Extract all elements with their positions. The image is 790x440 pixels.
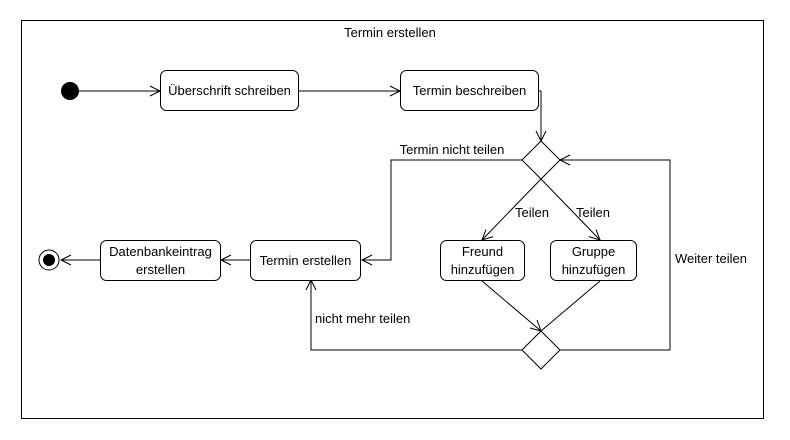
edge-freund-to-merge bbox=[481, 280, 542, 332]
decision-node-top bbox=[521, 140, 561, 180]
initial-node bbox=[61, 82, 79, 100]
final-node-inner bbox=[43, 254, 55, 266]
node-termin-erstellen-label: Termin erstellen bbox=[260, 253, 352, 268]
edge-label-teilen-left: Teilen bbox=[515, 205, 549, 220]
arrowhead bbox=[558, 154, 571, 166]
node-datenbankeintrag-erstellen bbox=[100, 240, 221, 281]
node-ueberschrift-schreiben-label: Überschrift schreiben bbox=[168, 83, 291, 98]
decision-node-bottom bbox=[521, 330, 561, 370]
edge-label-nicht-teilen: Termin nicht teilen bbox=[400, 142, 505, 157]
node-freund-hinzufuegen-line2: hinzufügen bbox=[451, 262, 515, 277]
edge-weiter-teilen bbox=[560, 159, 671, 351]
diagram-frame bbox=[21, 20, 764, 419]
edge-teilen-gruppe bbox=[540, 178, 601, 241]
edge-beschreiben-to-decision bbox=[539, 90, 542, 141]
node-gruppe-hinzufuegen bbox=[550, 240, 637, 281]
diagram-title: Termin erstellen bbox=[344, 25, 436, 40]
node-gruppe-hinzufuegen-line1: Gruppe bbox=[572, 244, 615, 259]
edge-label-weiter-teilen: Weiter teilen bbox=[675, 251, 747, 266]
node-termin-beschreiben bbox=[400, 70, 539, 111]
node-termin-erstellen bbox=[250, 240, 361, 281]
node-freund-hinzufuegen bbox=[440, 240, 525, 281]
edge-teilen-freund bbox=[481, 178, 542, 241]
arrowhead bbox=[360, 254, 373, 266]
edge-nicht-mehr-teilen bbox=[310, 280, 522, 351]
edge-label-teilen-right: Teilen bbox=[576, 205, 610, 220]
node-termin-beschreiben-label: Termin beschreiben bbox=[413, 83, 526, 98]
node-datenbankeintrag-line1: Datenbankeintrag bbox=[109, 244, 212, 259]
edge-gruppe-to-merge bbox=[540, 280, 601, 332]
node-ueberschrift-schreiben bbox=[160, 70, 299, 111]
node-freund-hinzufuegen-line1: Freund bbox=[462, 244, 503, 259]
node-gruppe-hinzufuegen-line2: hinzufügen bbox=[562, 262, 626, 277]
edge-nicht-teilen bbox=[362, 159, 522, 261]
arrowhead bbox=[59, 254, 72, 266]
node-datenbankeintrag-line2: erstellen bbox=[136, 262, 185, 277]
edge-label-nicht-mehr-teilen: nicht mehr teilen bbox=[315, 311, 410, 326]
